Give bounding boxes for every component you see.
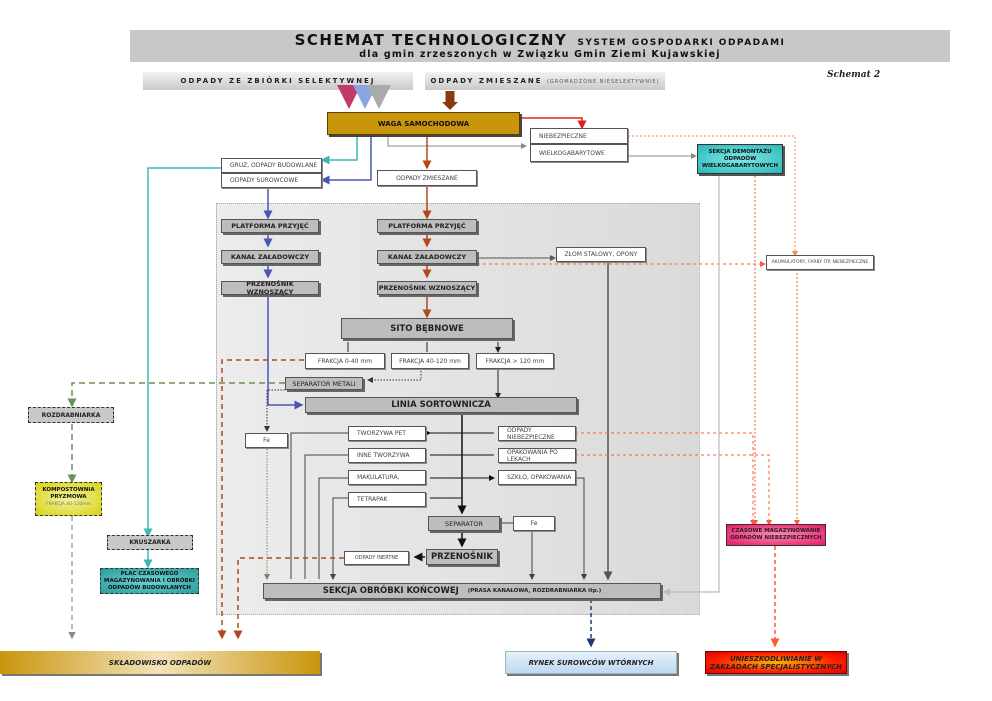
node-przenosnik: PRZENOŚNIK xyxy=(426,549,498,565)
node-fe-right: Fe xyxy=(513,516,555,531)
node-sekcja-obrobki-label: SEKCJA OBRÓBKI KOŃCOWEJ xyxy=(322,586,459,596)
output-unieszkodliwianie: UNIESZKODLIWIANIE W ZAKŁADACH SPECJALIST… xyxy=(705,651,847,674)
title-bar: SCHEMAT TECHNOLOGICZNY SYSTEM GOSPODARKI … xyxy=(130,30,950,62)
source-mixed-note: (GROMADZONE NIESELEKTYWNIE) xyxy=(546,79,660,85)
node-gruz: GRUZ, ODPADY BUDOWLANE xyxy=(221,158,322,173)
flow-waga-surowcowe xyxy=(320,135,372,185)
node-plac: PLAC CZASOWEGO MAGAZYNOWANIA I OBRÓBKI O… xyxy=(100,568,199,594)
node-kompostownia: KOMPOSTOWNIA PRYZMOWA FRAKCJA 40-120mm xyxy=(35,482,102,516)
node-makulatura: MAKULATURA, xyxy=(348,470,426,485)
flow-separator-rozdrabniarka xyxy=(67,382,285,408)
node-surowcowe: ODPADY SUROWCOWE xyxy=(221,173,322,188)
page-title-line2: dla gmin zrzeszonych w Związku Gmin Ziem… xyxy=(359,49,721,60)
node-kompostownia-label: KOMPOSTOWNIA PRYZMOWA xyxy=(42,487,95,500)
node-tetrapak: TETRAPAK xyxy=(348,492,426,507)
flow-frakcja-skladowisko xyxy=(217,359,304,640)
node-wielkogabarytowe: WIELKOGABARYTOWE xyxy=(530,144,628,162)
flow-odpady-niebezp-czasowe xyxy=(575,432,756,526)
node-frakcja-0-40: FRAKCJA 0-40 mm xyxy=(305,353,385,369)
page-subtitle: SYSTEM GOSPODARKI ODPADAMI xyxy=(577,38,786,48)
node-odpady-inertne: ODPADY INERTNE xyxy=(344,551,409,565)
node-platforma-1: PLATFORMA PRZYJĘĆ xyxy=(221,219,319,233)
node-frakcja-40-120: FRAKCJA 40-120 mm xyxy=(391,353,469,369)
output-skladowisko: SKŁADOWISKO ODPADÓW xyxy=(0,651,320,674)
page-title: SCHEMAT TECHNOLOGICZNY xyxy=(294,31,568,49)
flow-szklo-sekcja xyxy=(575,477,587,580)
arrow-brown-head xyxy=(442,102,458,110)
node-sekcja-demontazu: SEKCJA DEMONTAŻU ODPADÓW WIELKOGABARYTOW… xyxy=(697,144,783,174)
node-czasowe: CZASOWE MAGAZYNOWANIE ODPADÓW NIEBEZPIEC… xyxy=(726,524,826,546)
node-akumulatory: AKUMULATORY, FARBY ITP. NIEBEZPIECZNE xyxy=(766,255,874,270)
node-separator: SEPARATOR xyxy=(428,516,500,531)
node-zlom: ZŁOM STALOWY, OPONY xyxy=(556,247,646,262)
source-mixed: ODPADY ZMIESZANE (GROMADZONE NIESELEKTYW… xyxy=(425,72,665,90)
output-rynek: RYNEK SUROWCÓW WTÓRNYCH xyxy=(505,651,677,674)
node-niebezpieczne: NIEBEZPIECZNE xyxy=(530,128,628,144)
flow-linia-right xyxy=(462,432,494,478)
flow-gruz-kruszarka xyxy=(143,167,221,538)
node-sekcja-obrobki-note: (PRASA KANAŁOWA, ROZDRABNIARKA itp.) xyxy=(467,588,602,594)
node-kruszarka: KRUSZARKA xyxy=(107,535,193,550)
node-waga: WAGA SAMOCHODOWA xyxy=(327,112,520,135)
flow-waga-gruz xyxy=(320,135,358,165)
node-odpady-niebezpieczne: ODPADY NIEBEZPIECZNE xyxy=(498,426,576,441)
flow-waga-niebezpieczne xyxy=(520,117,587,130)
node-platforma-2: PLATFORMA PRZYJĘĆ xyxy=(377,219,477,233)
flow-waga-wielkogabarytowe xyxy=(387,135,527,149)
flow-leki-czasowe xyxy=(575,454,772,526)
node-rozdrabniarka: ROZDRABNIARKA xyxy=(28,407,114,423)
node-przenosnik-1: PRZENOŚNIK WZNOSZĄCY xyxy=(221,280,319,296)
flow-separator-fe xyxy=(264,389,285,432)
node-tworzywa-pet: TWORZYWA PET xyxy=(348,426,426,441)
flow-przenosnik-linia xyxy=(267,295,304,410)
node-kanal-2: KANAŁ ZAŁADOWCZY xyxy=(377,250,477,264)
node-fe-left: Fe xyxy=(245,433,288,448)
flow-surowce-sekcja xyxy=(290,432,348,579)
node-frakcja-120: FRAKCJA > 120 mm xyxy=(476,353,554,369)
node-inne-tworzywa: INNE TWORZYWA xyxy=(348,448,426,463)
node-kanal-1: KANAŁ ZAŁADOWCZY xyxy=(221,250,319,264)
source-mixed-label: ODPADY ZMIESZANE xyxy=(430,77,543,85)
node-linia: LINIA SORTOWNICZA xyxy=(305,397,577,413)
node-zmieszane: ODPADY ZMIESZANE xyxy=(377,170,477,186)
flow-sito-frakcje xyxy=(347,342,498,352)
source-arrows xyxy=(337,85,458,110)
node-kompostownia-note: FRAKCJA 40-120mm xyxy=(46,502,91,507)
node-sekcja-obrobki: SEKCJA OBRÓBKI KOŃCOWEJ (PRASA KANAŁOWA,… xyxy=(263,583,661,599)
node-szklo: SZKŁO, OPAKOWANIA xyxy=(498,470,576,485)
schemat-label: Schemat 2 xyxy=(827,70,881,80)
flow-frakcja-separator xyxy=(367,368,422,383)
node-opakowania-lekach: OPAKOWANIA PO LEKACH xyxy=(498,448,576,463)
node-separator-metali: SEPARATOR METALI xyxy=(285,377,363,390)
node-sito: SITO BĘBNOWE xyxy=(341,318,513,339)
flow-linia-left xyxy=(430,433,492,499)
node-przenosnik-2: PRZENOŚNIK WZNOSZĄCY xyxy=(377,281,477,295)
flow-demontaz-sekcja xyxy=(662,176,720,596)
